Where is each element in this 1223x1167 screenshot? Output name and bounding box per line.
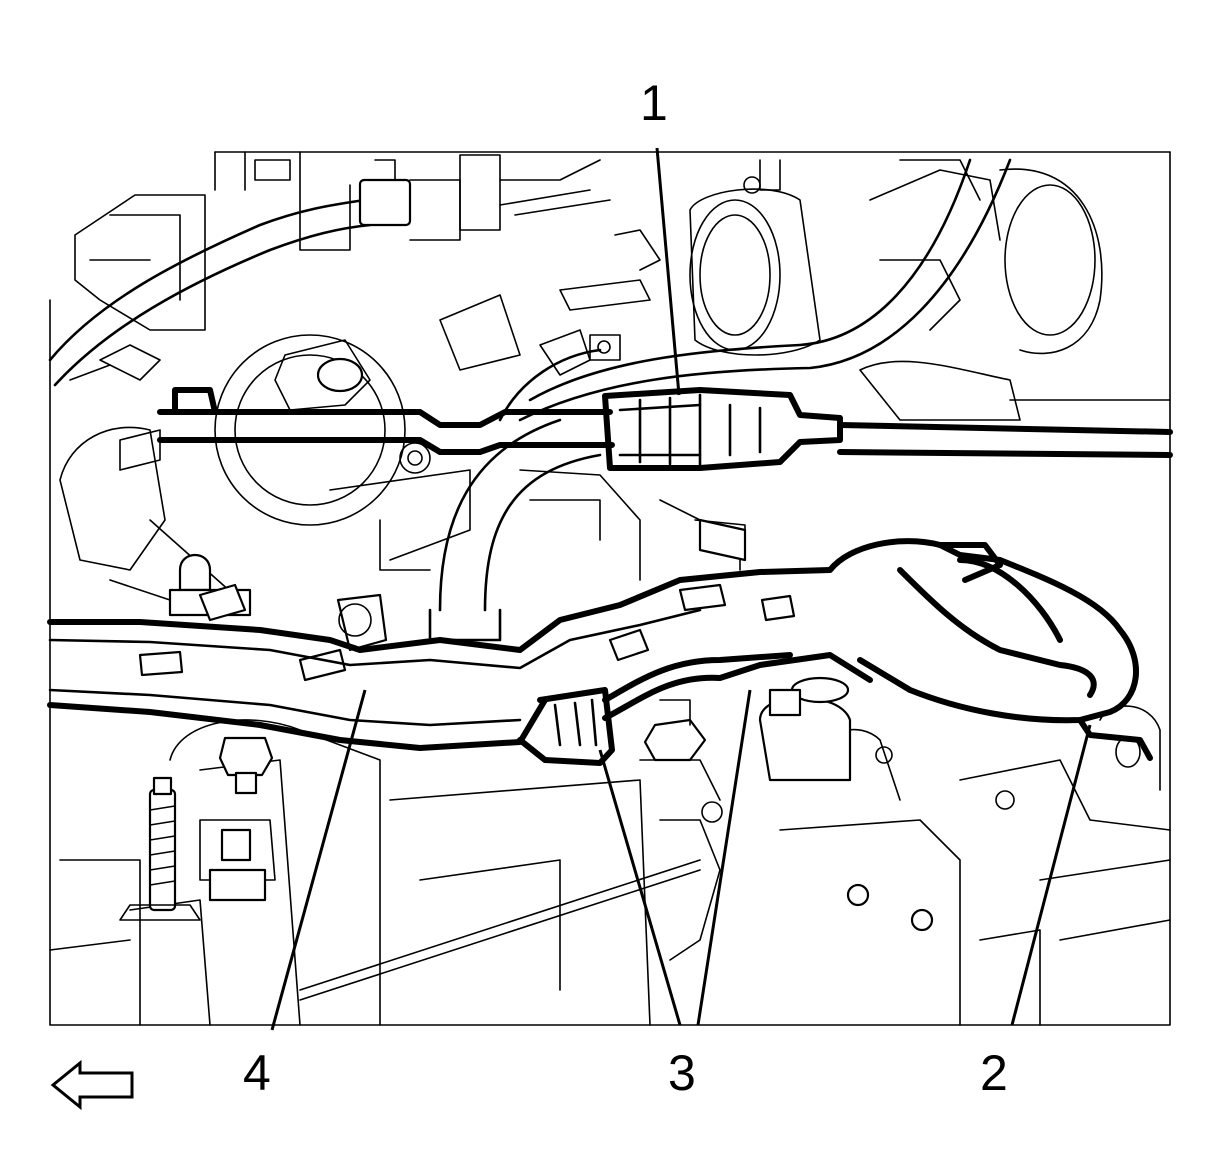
callout-2: 2 — [980, 1045, 1008, 1101]
callout-4: 4 — [243, 1045, 271, 1101]
arrow-left-icon — [50, 1059, 134, 1111]
callout-3: 3 — [668, 1045, 696, 1101]
leader-1 — [655, 147, 681, 396]
leader-4 — [270, 689, 367, 1031]
callout-labels: 1 2 3 4 — [243, 75, 1008, 1101]
leader-3a — [598, 749, 682, 1026]
leader-2 — [1010, 724, 1092, 1026]
engine-background — [48, 151, 1171, 1026]
callout-leaders — [270, 147, 1092, 1031]
fuel-line-assembly — [47, 158, 1173, 766]
callout-1: 1 — [640, 75, 668, 131]
leader-3b — [696, 689, 752, 1026]
